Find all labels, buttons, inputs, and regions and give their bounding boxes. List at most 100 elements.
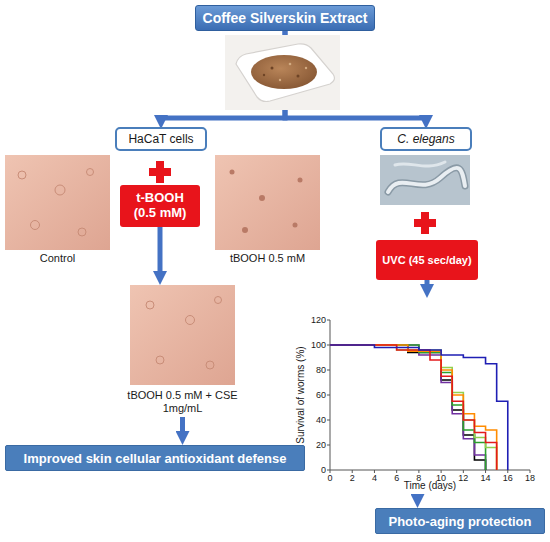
cell	[146, 301, 154, 309]
flow-arrow	[415, 496, 420, 498]
powder-pile	[251, 55, 317, 89]
powder-grain	[263, 74, 265, 76]
tick-label: 100	[311, 341, 326, 350]
treatment-box: t-BOOH (0.5 mM)	[120, 185, 200, 227]
worm	[395, 162, 445, 166]
plate	[236, 44, 334, 102]
tick-label: 60	[316, 391, 326, 400]
title-box: Coffee Silverskin Extract	[195, 5, 375, 31]
tick-label: 4	[372, 474, 377, 483]
cell-micrograph	[130, 285, 235, 385]
tick-mark	[327, 370, 330, 371]
cell	[293, 223, 298, 228]
powder-grain	[305, 67, 307, 69]
tick-label: 12	[458, 474, 468, 483]
box-label: HaCaT cells	[128, 132, 193, 146]
worm-outline	[388, 168, 465, 192]
tick-mark	[327, 445, 330, 446]
treatment-box: UVC (45 sec/day)	[376, 240, 478, 280]
model-box: HaCaT cells	[115, 127, 207, 151]
tick-mark	[485, 470, 486, 473]
tick-mark	[327, 395, 330, 396]
box-label: UVC (45 sec/day)	[382, 254, 471, 266]
worm	[388, 168, 465, 192]
tick-mark	[374, 470, 375, 473]
plus-symbol	[149, 161, 171, 183]
tick-mark	[327, 420, 330, 421]
cell	[186, 316, 195, 325]
tick-label: 0	[327, 474, 332, 483]
survival-curve	[330, 345, 497, 470]
cell	[298, 178, 303, 183]
tick-mark	[418, 470, 419, 473]
tick-mark	[330, 470, 331, 473]
powder-grain	[297, 75, 300, 78]
image-caption: tBOOH 0.5 mM	[230, 252, 305, 265]
cell-micrograph	[5, 155, 110, 250]
outcome-box: Improved skin cellular antioxidant defen…	[5, 445, 305, 471]
cell	[31, 221, 40, 230]
tick-label: 40	[316, 416, 326, 425]
tick-label: 18	[525, 474, 535, 483]
tick-label: 0	[321, 466, 326, 475]
worm-micrograph	[380, 155, 470, 205]
x-axis	[330, 470, 530, 471]
tick-mark	[463, 470, 464, 473]
box-label: t-BOOH (0.5 mM)	[126, 191, 194, 221]
cell	[78, 228, 86, 236]
box-label: Improved skin cellular antioxidant defen…	[24, 451, 287, 466]
tick-mark	[327, 320, 330, 321]
tick-mark	[396, 470, 397, 473]
cell	[206, 361, 214, 369]
box-label: Coffee Silverskin Extract	[203, 10, 368, 26]
powder-grain	[279, 79, 281, 81]
box-label: Photo-aging protection	[389, 514, 532, 529]
survival-curve	[330, 345, 486, 470]
flow-arrow	[180, 417, 185, 435]
tick-label: 6	[394, 474, 399, 483]
image-caption: tBOOH 0.5 mM + CSE 1mg/mL	[124, 389, 241, 415]
tick-label: 8	[416, 474, 421, 483]
survival-curve	[330, 345, 497, 470]
chart-panel: Survival of worms (%) Time (days)	[290, 298, 545, 496]
tick-mark	[327, 345, 330, 346]
tick-label: 80	[316, 366, 326, 375]
survival-curve	[330, 345, 486, 470]
cell-micrograph	[215, 155, 320, 250]
tick-label: 2	[350, 474, 355, 483]
tick-label: 20	[316, 441, 326, 450]
tick-mark	[352, 470, 353, 473]
powder-grain	[289, 63, 292, 66]
model-box: C. elegans	[380, 127, 472, 151]
cell	[55, 185, 65, 195]
outcome-box: Photo-aging protection	[375, 508, 545, 534]
tick-mark	[530, 470, 531, 473]
tick-mark	[441, 470, 442, 473]
tick-label: 10	[436, 474, 446, 483]
image-panel: tBOOH 0.5 mM	[215, 155, 320, 267]
axis-title: Time (days)	[404, 480, 456, 491]
tick-mark	[507, 470, 508, 473]
survival-curve	[330, 345, 508, 470]
survival-curve	[330, 345, 497, 470]
image-panel: Control	[5, 155, 110, 267]
cell	[18, 171, 26, 179]
box-label: C. elegans	[397, 132, 454, 146]
axis-title: Survival of worms (%)	[295, 346, 306, 443]
cell	[156, 356, 164, 364]
flow-arrow	[425, 280, 430, 288]
tick-label: 14	[481, 474, 491, 483]
cell	[259, 195, 265, 201]
powder-grain	[271, 67, 274, 70]
survival-curve	[330, 345, 486, 470]
cell	[87, 169, 94, 176]
tick-label: 16	[503, 474, 513, 483]
image-panel: tBOOH 0.5 mM + CSE 1mg/mL	[120, 285, 245, 417]
survival-plot	[327, 320, 530, 473]
tick-label: 120	[311, 316, 326, 325]
flow-arrow	[158, 227, 163, 275]
plus-symbol	[414, 212, 436, 234]
cell	[215, 297, 222, 304]
